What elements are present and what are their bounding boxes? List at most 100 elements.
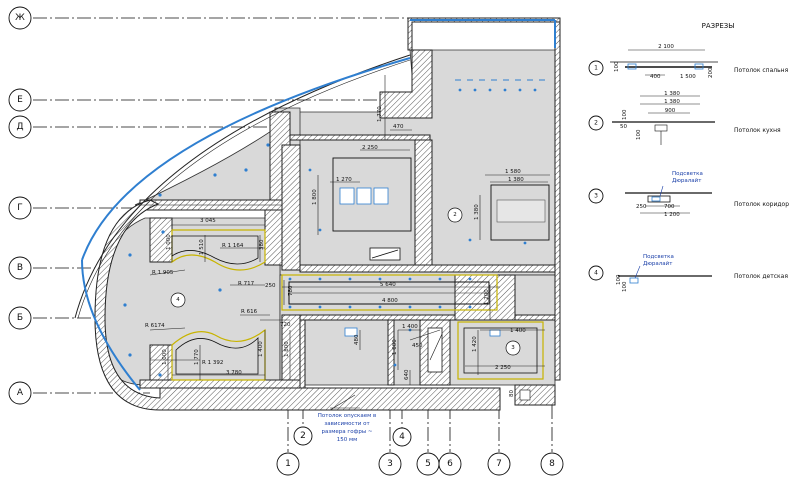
dim-label: 380 bbox=[259, 239, 265, 250]
note-line: зависимости от bbox=[324, 421, 370, 427]
dimension-lines bbox=[149, 75, 550, 411]
axis-col-7 bbox=[487, 452, 511, 476]
axis-col-3 bbox=[378, 452, 402, 476]
dim-label: 250 bbox=[265, 283, 276, 289]
axis-label: Д bbox=[16, 122, 23, 132]
ceiling-note: Потолок опускаем в зависимости от размер… bbox=[318, 413, 376, 443]
section-num: 4 bbox=[594, 270, 598, 277]
section-note: Дюралайт bbox=[643, 260, 673, 267]
dim-label: R 616 bbox=[241, 309, 258, 315]
dim-label: 1 380 bbox=[664, 91, 680, 97]
blue-light-strip bbox=[81, 259, 141, 391]
dim-label: 2 100 bbox=[658, 44, 674, 50]
dim-label: R 717 bbox=[238, 281, 255, 287]
room-4-label: 4 bbox=[176, 297, 180, 303]
dim-label: 1 770 bbox=[377, 106, 383, 122]
note-line: размера гофры ~ bbox=[321, 429, 372, 435]
dim-label: 100 bbox=[616, 274, 622, 285]
dim-label: 720 bbox=[280, 322, 291, 328]
dim-label: 2 250 bbox=[362, 145, 378, 151]
room-4-marker bbox=[170, 292, 186, 308]
column-axes: 1 2 3 4 5 6 7 8 bbox=[276, 405, 564, 476]
dim-label: 50 bbox=[620, 124, 627, 130]
light-fixtures bbox=[123, 79, 545, 377]
sections-title: РАЗРЕЗЫ bbox=[702, 22, 735, 30]
dim-label: 780 bbox=[288, 285, 294, 296]
dim-label: 3 780 bbox=[226, 370, 242, 376]
section-num: 3 bbox=[594, 193, 598, 200]
dim-label: 1 380 bbox=[664, 99, 680, 105]
axis-label: В bbox=[17, 263, 23, 273]
dim-label: 1 800 bbox=[312, 189, 318, 205]
dim-label: 1 200 bbox=[484, 289, 490, 305]
dim-label: 5 640 bbox=[380, 282, 396, 288]
dim-label: 450 bbox=[412, 343, 423, 349]
ceiling-wave-top bbox=[171, 229, 266, 271]
dim-label: 1 510 bbox=[199, 239, 205, 255]
axis-row-zh bbox=[8, 6, 32, 30]
section-num: 2 bbox=[594, 120, 598, 127]
dim-label: 400 bbox=[650, 74, 661, 80]
dim-label: 100 bbox=[636, 129, 642, 140]
section-note: Подсветка bbox=[672, 171, 703, 177]
room-3-label: 3 bbox=[511, 345, 515, 351]
axis-label: 5 bbox=[425, 459, 431, 469]
section-label: Потолок детская bbox=[734, 273, 788, 280]
dim-label: 1 200 bbox=[664, 212, 680, 218]
axis-label: 6 bbox=[447, 459, 453, 469]
axis-row-d bbox=[8, 115, 32, 139]
dim-label: 100 bbox=[622, 109, 628, 120]
dim-label: 1 800 bbox=[284, 341, 290, 357]
dim-label: 250 bbox=[636, 204, 647, 210]
axis-label: А bbox=[17, 388, 24, 398]
axis-label: Е bbox=[17, 95, 23, 105]
ceiling-box-bedroom bbox=[490, 184, 550, 241]
section-2: 2 1 380 1 380 900 100 50 100 Потолок кух… bbox=[588, 91, 781, 145]
dim-label: 4 800 bbox=[382, 298, 398, 304]
axis-row-a bbox=[8, 381, 32, 405]
wall-core bbox=[379, 49, 433, 119]
section-note: Подсветка bbox=[643, 254, 674, 260]
dim-label: R 1 905 bbox=[152, 270, 174, 276]
section-num: 1 bbox=[594, 65, 598, 72]
dim-label: 3 045 bbox=[200, 218, 216, 224]
axis-label: 3 bbox=[387, 459, 393, 469]
axis-label: 7 bbox=[496, 459, 502, 469]
axis-label: 1 bbox=[285, 459, 291, 469]
axis-col-6 bbox=[438, 452, 462, 476]
dim-label: 1 270 bbox=[336, 177, 352, 183]
dim-label: 1 000 bbox=[392, 339, 398, 355]
axis-col-4 bbox=[392, 427, 412, 447]
dim-label: 1 500 bbox=[680, 74, 696, 80]
blue-light-strip bbox=[81, 57, 411, 261]
dim-label: 640 bbox=[404, 369, 410, 380]
axis-row-e bbox=[8, 88, 32, 112]
axis-row-b bbox=[8, 306, 32, 330]
axis-label: Б bbox=[17, 313, 23, 323]
dim-label: 700 bbox=[664, 204, 675, 210]
note-line: Потолок опускаем в bbox=[318, 413, 376, 419]
axis-label: 4 bbox=[399, 432, 405, 442]
dim-label: 100 bbox=[622, 281, 628, 292]
dim-label: 470 bbox=[393, 124, 404, 130]
dim-label: 100 bbox=[614, 61, 620, 72]
axis-row-g bbox=[8, 196, 32, 220]
dim-label: 1 400 bbox=[258, 341, 264, 357]
room-2-marker bbox=[447, 207, 463, 223]
dim-label: 480 bbox=[354, 334, 360, 345]
section-3: 3 Подсветка Дюралайт 250 700 1 200 Потол… bbox=[588, 171, 789, 218]
dim-label: 80 bbox=[509, 390, 515, 397]
room-2-label: 2 bbox=[453, 212, 457, 218]
dim-label: R 6174 bbox=[145, 323, 165, 329]
sections-panel: РАЗРЕЗЫ 1 2 100 400 1 500 100 200 Потоло… bbox=[588, 22, 789, 292]
section-4: 4 Подсветка Дюралайт 100 100 Потолок дет… bbox=[588, 254, 788, 292]
dimension-labels: 2 250 1 770 470 1 270 1 800 1 580 1 380 … bbox=[145, 106, 526, 397]
axis-label: Ж bbox=[15, 13, 25, 23]
dim-label: 1 420 bbox=[472, 336, 478, 352]
axis-col-1 bbox=[276, 452, 300, 476]
section-label: Потолок кухня bbox=[734, 127, 781, 134]
dim-label: 1 380 bbox=[508, 177, 524, 183]
dim-label: 1 580 bbox=[505, 169, 521, 175]
ceiling-contours bbox=[171, 157, 550, 401]
